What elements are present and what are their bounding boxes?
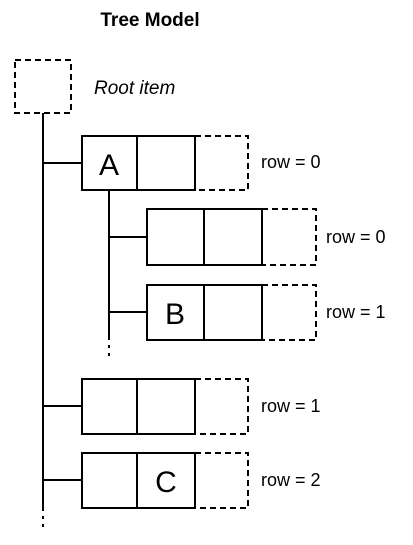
item-a-cell-2 [194,135,249,191]
item-a-row-label: row = 0 [261,152,321,172]
item-c-row-label: row = 2 [261,470,321,490]
item-b-cell-2 [261,284,317,341]
item-row-1-cell-1 [136,378,196,435]
item-row-1-row-label: row = 1 [261,396,321,416]
item-row-1-cell-2 [194,378,249,435]
root-item-box [14,59,72,114]
item-b-row-label: row = 1 [326,302,386,322]
item-c-letter: C [155,466,177,499]
item-b: B [146,284,317,341]
item-b-letter: B [165,298,185,331]
item-a-cell-1 [136,135,196,191]
item-c-cell-0 [81,452,138,509]
root-item-label: Root item [94,78,175,99]
item-c: C [81,452,249,509]
diagram-title: Tree Model [100,10,199,31]
item-b-cell-1 [203,284,263,341]
item-a-child-0-cell-2 [261,208,317,266]
item-a-child-0-row-label: row = 0 [326,227,386,247]
item-a-child-0-cell-1 [203,208,263,266]
item-a-child-0-cell-0 [146,208,205,266]
item-a: A [81,135,249,191]
item-row-1-cell-0 [81,378,138,435]
item-a-letter: A [99,149,119,182]
item-a-child-0 [146,208,317,266]
item-c-cell-1 [136,452,196,509]
item-c-cell-2 [194,452,249,509]
item-row-1 [81,378,249,435]
